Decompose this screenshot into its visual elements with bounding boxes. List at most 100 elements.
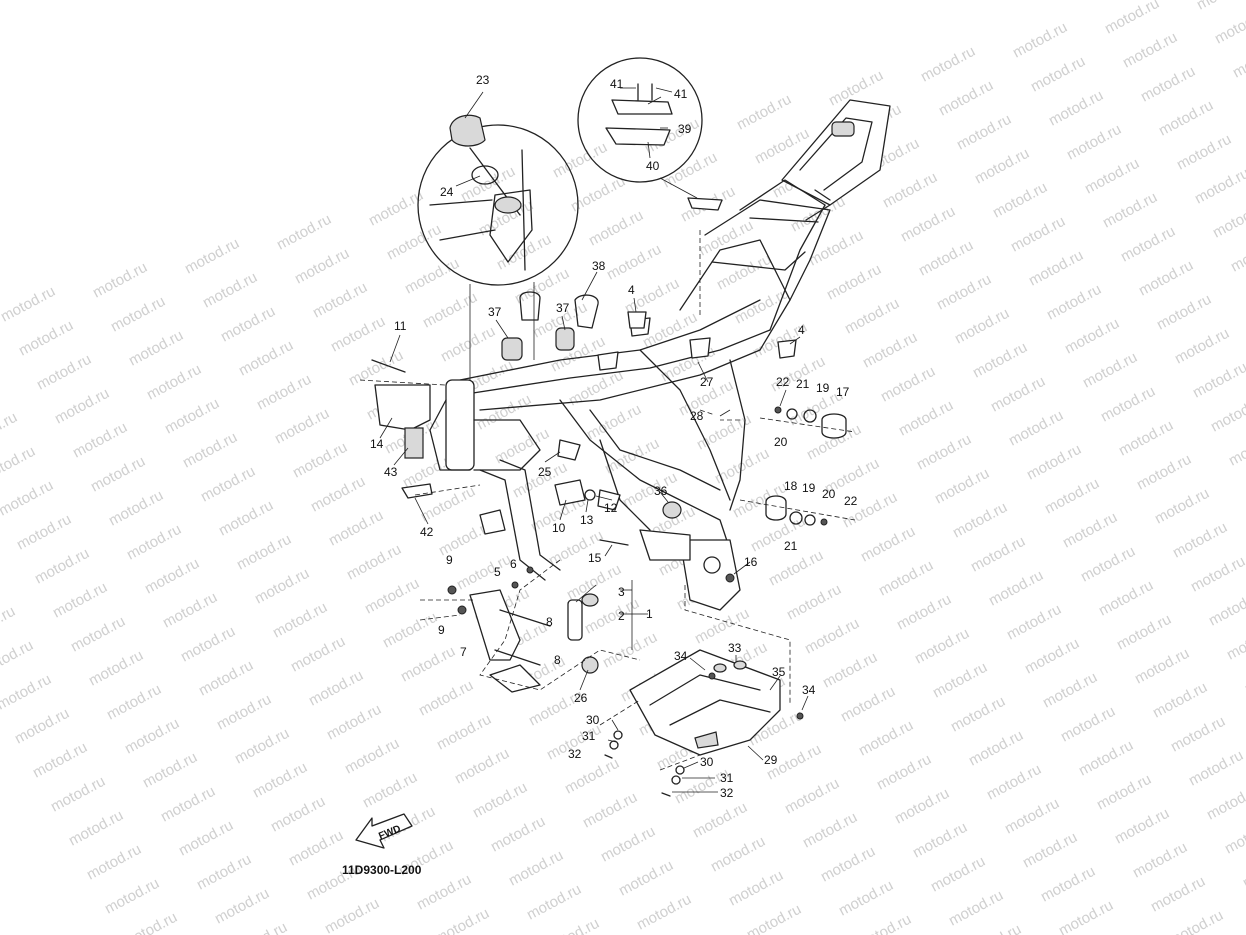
callout-33: 33 bbox=[728, 641, 742, 655]
watermark-text: motod.ru bbox=[1148, 873, 1208, 916]
watermark-text: motod.ru bbox=[918, 43, 978, 86]
watermark-text: motod.ru bbox=[0, 283, 58, 326]
watermark-text: motod.ru bbox=[384, 221, 444, 264]
watermark-text: motod.ru bbox=[818, 843, 878, 886]
watermark-text: motod.ru bbox=[932, 465, 992, 508]
watermark-text: motod.ru bbox=[84, 841, 144, 884]
watermark-text: motod.ru bbox=[1152, 485, 1212, 528]
callout-34-right: 34 bbox=[802, 683, 816, 697]
callout-13: 13 bbox=[580, 513, 594, 527]
callout-22-top: 22 bbox=[776, 375, 790, 389]
watermark-text: motod.ru bbox=[0, 671, 54, 714]
watermark-text: motod.ru bbox=[1210, 199, 1246, 242]
watermark-text: motod.ru bbox=[598, 823, 658, 866]
watermark-text: motod.ru bbox=[272, 405, 332, 448]
watermark-text: motod.ru bbox=[52, 385, 112, 428]
watermark-text: motod.ru bbox=[784, 581, 844, 624]
left-parts bbox=[371, 291, 797, 693]
watermark-text: motod.ru bbox=[194, 851, 254, 894]
watermark-text: motod.ru bbox=[142, 555, 202, 598]
watermark-text: motod.ru bbox=[990, 179, 1050, 222]
callout-41-right: 41 bbox=[674, 87, 688, 101]
watermark-text: motod.ru bbox=[898, 203, 958, 246]
watermark-text: motod.ru bbox=[176, 817, 236, 860]
watermark-text: motod.ru bbox=[1242, 655, 1246, 698]
watermark-text: motod.ru bbox=[1186, 747, 1246, 790]
watermark-text: motod.ru bbox=[158, 783, 218, 826]
watermark-text: motod.ru bbox=[820, 649, 880, 692]
watermark-text: motod.ru bbox=[50, 579, 110, 622]
watermark-text: motod.ru bbox=[1024, 441, 1084, 484]
watermark-text: motod.ru bbox=[0, 637, 36, 680]
watermark-text: motod.ru bbox=[946, 887, 1006, 930]
watermark-text: motod.ru bbox=[690, 799, 750, 842]
watermark-text: motod.ru bbox=[322, 895, 382, 935]
watermark-text: motod.ru bbox=[1138, 63, 1198, 106]
callout-16: 16 bbox=[744, 555, 758, 569]
watermark-text: motod.ru bbox=[1156, 97, 1216, 140]
watermark-text: motod.ru bbox=[14, 511, 74, 554]
watermark-text: motod.ru bbox=[234, 531, 294, 574]
watermark-text: motod.ru bbox=[16, 317, 76, 360]
watermark-text: motod.ru bbox=[380, 609, 440, 652]
watermark-text: motod.ru bbox=[1080, 349, 1140, 392]
watermark-text: motod.ru bbox=[342, 735, 402, 778]
watermark-text: motod.ru bbox=[1076, 737, 1136, 780]
watermark-text: motod.ru bbox=[1008, 213, 1068, 256]
watermark-text: motod.ru bbox=[566, 367, 626, 410]
watermark-text: motod.ru bbox=[1096, 577, 1156, 620]
watermark-text: motod.ru bbox=[488, 813, 548, 856]
watermark-text: motod.ru bbox=[1028, 53, 1088, 96]
callout-15: 15 bbox=[588, 551, 602, 565]
right-parts bbox=[554, 406, 847, 583]
watermark-text: motod.ru bbox=[894, 591, 954, 634]
callout-8-top: 8 bbox=[546, 615, 553, 629]
watermark-text: motod.ru bbox=[270, 599, 330, 642]
callout-31-left: 31 bbox=[582, 729, 596, 743]
watermark-text: motod.ru bbox=[934, 271, 994, 314]
watermark-text: motod.ru bbox=[180, 429, 240, 472]
watermark-text: motod.ru bbox=[824, 261, 884, 304]
watermark-text: motod.ru bbox=[842, 295, 902, 338]
callout-4-top: 4 bbox=[628, 283, 635, 297]
watermark-text: motod.ru bbox=[1226, 427, 1246, 470]
watermark-text: motod.ru bbox=[586, 207, 646, 250]
watermark-text: motod.ru bbox=[106, 487, 166, 530]
watermark-text: motod.ru bbox=[714, 251, 774, 294]
watermark-text: motod.ru bbox=[1212, 5, 1246, 48]
watermark-text: motod.ru bbox=[120, 909, 180, 935]
watermark-text: motod.ru bbox=[854, 911, 914, 935]
watermark-text: motod.ru bbox=[914, 431, 974, 474]
watermark-text: motod.ru bbox=[708, 833, 768, 876]
watermark-text: motod.ru bbox=[420, 289, 480, 332]
watermark-text: motod.ru bbox=[600, 629, 660, 672]
watermark-text: motod.ru bbox=[454, 551, 514, 594]
watermark-text: motod.ru bbox=[1132, 645, 1192, 688]
watermark-text: motod.ru bbox=[232, 725, 292, 768]
callout-30-left: 30 bbox=[586, 713, 600, 727]
watermark-text: motod.ru bbox=[726, 867, 786, 910]
watermark-text: motod.ru bbox=[432, 905, 492, 935]
watermark-text: motod.ru bbox=[274, 211, 334, 254]
watermark-text: motod.ru bbox=[972, 145, 1032, 188]
callout-24: 24 bbox=[440, 185, 454, 199]
callout-41-left: 41 bbox=[610, 77, 624, 91]
watermark-text: motod.ru bbox=[1166, 907, 1226, 935]
watermark-text: motod.ru bbox=[1064, 121, 1124, 164]
watermark-text: motod.ru bbox=[252, 565, 312, 608]
watermark-text: motod.ru bbox=[1078, 543, 1138, 586]
watermark-text: motod.ru bbox=[34, 351, 94, 394]
watermark-text: motod.ru bbox=[0, 603, 18, 646]
callout-30-right: 30 bbox=[700, 755, 714, 769]
watermark-text: motod.ru bbox=[1058, 703, 1118, 746]
callout-5: 5 bbox=[494, 565, 501, 579]
watermark-text: motod.ru bbox=[196, 657, 256, 700]
skid-plate bbox=[604, 649, 804, 797]
callout-25: 25 bbox=[538, 465, 552, 479]
watermark-text: motod.ru bbox=[1192, 165, 1246, 208]
callout-42: 42 bbox=[420, 525, 434, 539]
watermark-text: motod.ru bbox=[12, 705, 72, 748]
watermark-text: motod.ru bbox=[1172, 325, 1232, 368]
watermark-text: motod.ru bbox=[604, 241, 664, 284]
callout-36: 36 bbox=[654, 484, 668, 498]
